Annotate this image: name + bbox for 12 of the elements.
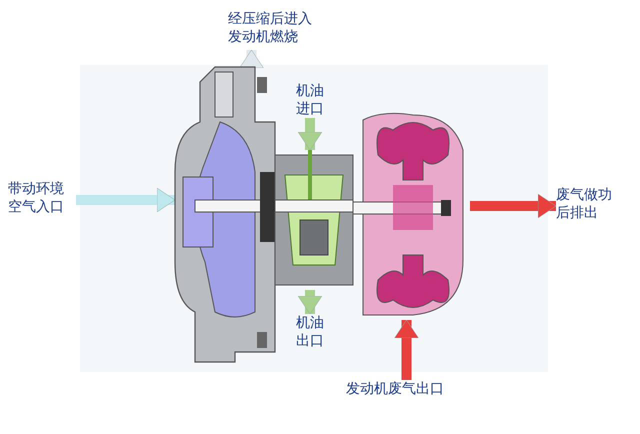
flow-arrow [470, 194, 556, 218]
flow-label: 机油出口 [295, 314, 325, 350]
flow-label: 机油进口 [295, 82, 325, 118]
flow-label: 发动机废气出口 [345, 380, 445, 398]
flow-label: 带动环境空气入口 [8, 180, 65, 216]
flow-arrow [394, 320, 419, 380]
flow-arrow [76, 188, 176, 212]
flow-arrow [298, 118, 322, 150]
flow-label: 经压缩后进入发动机燃烧 [228, 10, 313, 46]
flow-label: 废气做功后排出 [556, 186, 613, 222]
flow-arrow [298, 290, 322, 314]
flow-arrow [239, 50, 264, 68]
